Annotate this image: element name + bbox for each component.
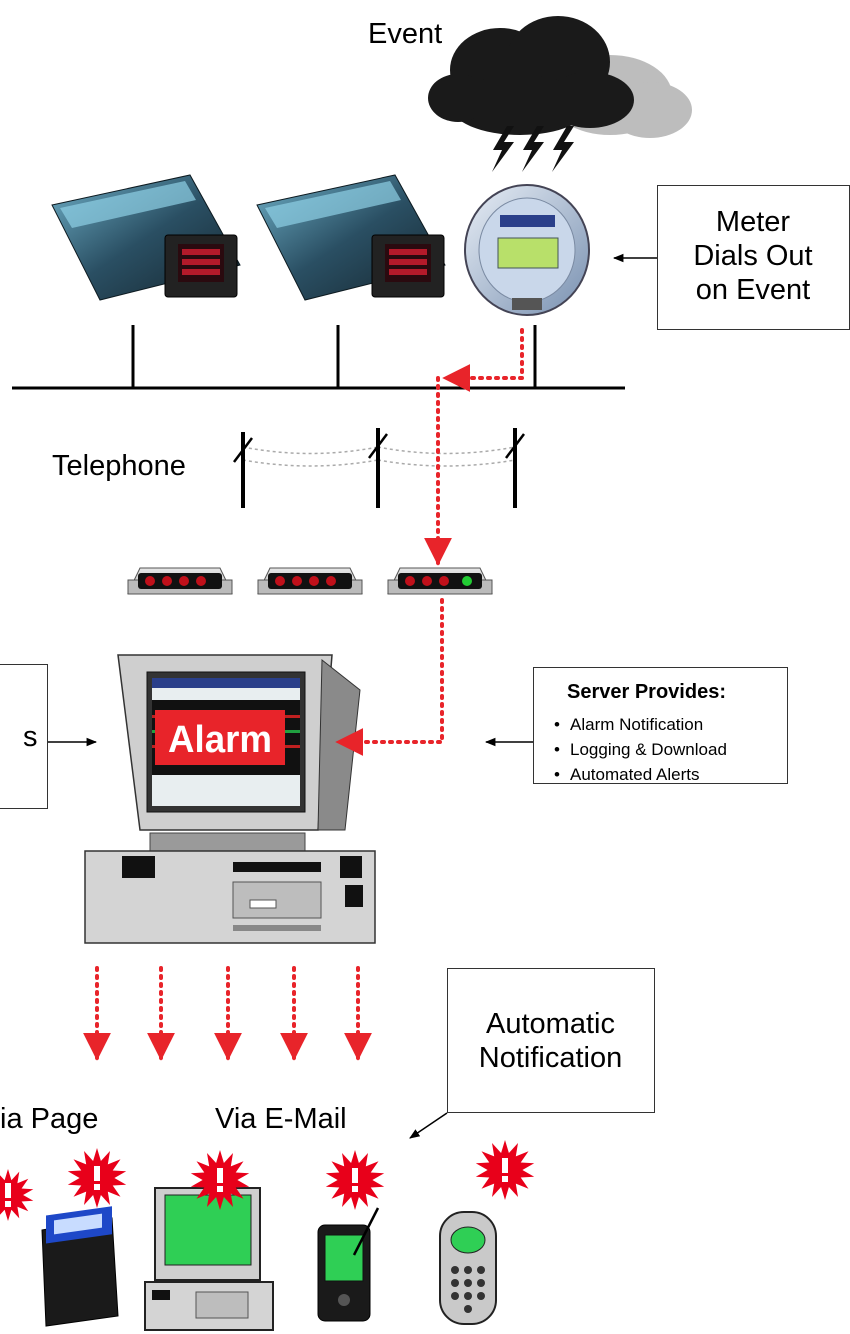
server-computer	[84, 654, 376, 944]
exclamation-icon	[94, 1166, 100, 1181]
server-item-alarm-notification: Alarm Notification	[554, 712, 727, 737]
server-provides-box: Server Provides: Alarm Notification Logg…	[533, 667, 788, 784]
exclamation-icon	[352, 1168, 358, 1183]
meter-bus	[12, 325, 625, 390]
lightning-icon	[492, 126, 574, 172]
via-page-label: ia Page	[0, 1103, 99, 1135]
server-item-logging-download: Logging & Download	[554, 737, 727, 762]
automatic-notification-line-1: Automatic	[486, 1008, 615, 1040]
exclamation-icon	[217, 1168, 223, 1183]
alarm-label: Alarm	[168, 719, 272, 761]
exclamation-dot-icon	[94, 1184, 100, 1190]
callout-arrows	[48, 253, 657, 1139]
power-meter-2	[256, 174, 446, 301]
via-email-label: Via E-Mail	[215, 1103, 347, 1135]
power-meter-1	[51, 174, 241, 301]
pager-device	[41, 1206, 119, 1327]
exclamation-icon	[502, 1158, 508, 1173]
exclamation-dot-icon	[5, 1201, 11, 1207]
round-meter-nexus	[464, 184, 590, 316]
server-item-automated-alerts: Automated Alerts	[554, 762, 727, 787]
exclamation-dot-icon	[352, 1186, 358, 1192]
server-provides-title: Server Provides:	[567, 681, 726, 703]
signal-path	[83, 328, 524, 1061]
exclamation-dot-icon	[502, 1176, 508, 1182]
clipped-left-text: s	[23, 721, 38, 753]
desktop-computer-device	[144, 1187, 274, 1331]
meter-dials-out-line-3: on Event	[695, 274, 811, 306]
clipped-left-box: s	[0, 664, 48, 809]
exclamation-icon	[5, 1183, 11, 1198]
modem-2	[257, 567, 363, 595]
modem-3	[387, 567, 493, 595]
exclamation-dot-icon	[217, 1186, 223, 1192]
telephone-label: Telephone	[52, 450, 186, 482]
alarm-badge	[155, 710, 285, 765]
automatic-notification-line-2: Notification	[478, 1042, 623, 1074]
alert-burst-icon	[0, 1169, 34, 1221]
server-provides-list: Alarm Notification Logging & Download Au…	[554, 712, 727, 787]
automatic-notification-box: Automatic Notification	[447, 968, 655, 1113]
alert-burst-icons	[0, 1140, 535, 1221]
meter-dials-out-box: Meter Dials Out on Event	[657, 185, 850, 330]
meter-dials-out-line-1: Meter	[715, 206, 791, 238]
meter-dials-out-line-2: Dials Out	[693, 240, 813, 272]
modem-1	[127, 567, 233, 595]
telephone-poles	[233, 428, 525, 508]
pda-device	[317, 1207, 380, 1322]
storm-cloud-icon	[428, 16, 692, 138]
event-label: Event	[368, 18, 443, 50]
cell-phone-device	[439, 1211, 497, 1325]
